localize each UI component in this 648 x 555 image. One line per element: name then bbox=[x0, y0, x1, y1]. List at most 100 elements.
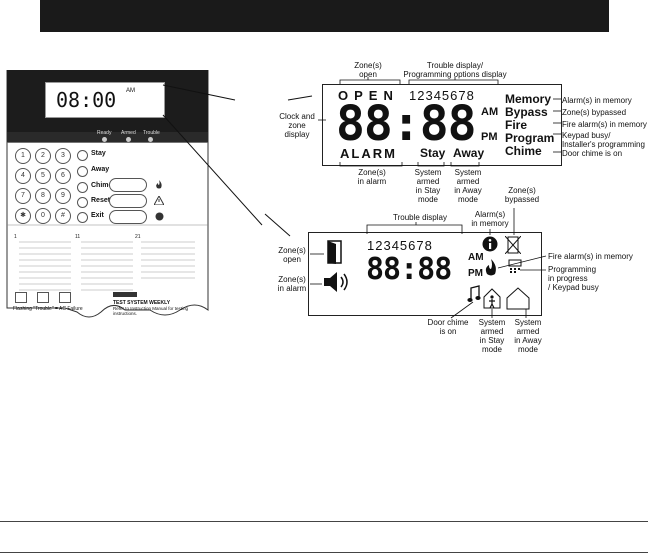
bottom-big-time: 88:88 bbox=[366, 252, 452, 287]
zone-col2-start: 11 bbox=[75, 234, 81, 240]
bottom-zone-digits: 12345678 bbox=[367, 238, 433, 253]
key-3[interactable]: 3 bbox=[55, 148, 71, 164]
keypad-lcd-time: 08:00 bbox=[56, 88, 117, 112]
fire-icon bbox=[156, 180, 162, 189]
keypad: 08:00 AM Ready Armed Trouble 1 2 3 4 5 6… bbox=[5, 70, 210, 320]
top-label-stay-mode: System armed in Stay mode bbox=[414, 168, 442, 204]
top-am: AM bbox=[481, 106, 499, 118]
bottom-label-zones-open: Zone(s) open bbox=[278, 246, 306, 264]
speaker-icon bbox=[324, 272, 348, 292]
key-8[interactable]: 8 bbox=[35, 188, 51, 204]
top-status-fire: Fire bbox=[505, 118, 528, 132]
bottom-label-chime: Door chime is on bbox=[427, 318, 469, 336]
key-star[interactable]: ✱ bbox=[15, 208, 31, 224]
zone-lines bbox=[19, 241, 195, 291]
led-ready bbox=[102, 137, 107, 142]
test-note: TEST SYSTEM WEEKLY bbox=[113, 300, 171, 306]
fire-alarm-icon bbox=[485, 259, 496, 276]
key-1[interactable]: 1 bbox=[15, 148, 31, 164]
bypass-icon bbox=[505, 236, 521, 254]
bottom-label-zones-alarm: Zone(s) in alarm bbox=[277, 275, 307, 293]
away-button-dot[interactable] bbox=[77, 166, 88, 177]
keypad-lcd-ampm: AM bbox=[126, 88, 135, 94]
chime-button-dot[interactable] bbox=[77, 182, 88, 193]
panic-icon bbox=[155, 212, 164, 221]
top-alarm-word: ALARM bbox=[340, 146, 397, 161]
music-note-icon bbox=[467, 285, 481, 302]
bottom-label-bypassed: Zone(s) bypassed bbox=[504, 186, 540, 204]
keypad-footer-icon-3 bbox=[59, 292, 71, 303]
top-stay-word: Stay bbox=[420, 146, 446, 160]
bottom-label-alarm-memory: Alarm(s) in memory bbox=[471, 210, 509, 228]
top-right-label-program: Keypad busy/ Installer's programming bbox=[562, 131, 645, 149]
bottom-label-away-mode: System armed in Away mode bbox=[514, 318, 542, 354]
reset-button-label: Reset bbox=[91, 197, 111, 204]
top-away-word: Away bbox=[453, 146, 485, 160]
top-pm: PM bbox=[481, 131, 498, 143]
footer-rule-bottom bbox=[0, 552, 648, 553]
key-5[interactable]: 5 bbox=[35, 168, 51, 184]
key-hash[interactable]: # bbox=[55, 208, 71, 224]
top-right-label-bypass: Zone(s) bypassed bbox=[562, 108, 627, 117]
top-status-chime: Chime bbox=[505, 144, 542, 158]
zone-col3-start: 21 bbox=[135, 234, 141, 240]
keypad-footer-text: Flashing "Trouble" = AC Failure bbox=[13, 306, 83, 312]
top-status-program: Program bbox=[505, 131, 555, 145]
bottom-label-trouble: Trouble display bbox=[393, 213, 447, 222]
top-display bbox=[322, 84, 562, 166]
top-open-word: OPEN bbox=[338, 88, 399, 103]
keypad-logo bbox=[113, 292, 137, 297]
top-label-away-mode: System armed in Away mode bbox=[454, 168, 482, 204]
top-right-label-chime: Door chime is on bbox=[562, 149, 623, 158]
panic-emergency-button[interactable] bbox=[109, 210, 147, 224]
zone-col1-start: 1 bbox=[14, 234, 17, 240]
top-big-time: 88:88 bbox=[336, 96, 476, 152]
led-trouble bbox=[148, 137, 153, 142]
key-0[interactable]: 0 bbox=[35, 208, 51, 224]
top-label-trouble: Trouble display/ Programming options dis… bbox=[403, 61, 507, 79]
bottom-label-programming: Programming in progress / Keypad busy bbox=[548, 265, 599, 292]
key-7[interactable]: 7 bbox=[15, 188, 31, 204]
top-right-label-fire: Fire alarm(s) in memory bbox=[562, 120, 647, 129]
chime-button-label: Chime bbox=[91, 182, 113, 189]
top-right-label-memory: Alarm(s) in memory bbox=[562, 96, 632, 105]
top-label-zones-open: Zone(s) open bbox=[354, 61, 382, 79]
top-status-memory: Memory bbox=[505, 92, 552, 106]
aux-emergency-button[interactable] bbox=[109, 194, 147, 208]
test-note-sub: Refer to Instruction Manual for testing … bbox=[113, 306, 189, 316]
led-ready-label: Ready bbox=[97, 130, 112, 136]
bottom-label-fire: Fire alarm(s) in memory bbox=[548, 252, 633, 261]
footer-rule-top bbox=[0, 521, 648, 522]
bottom-pm: PM bbox=[468, 268, 483, 279]
keypad-lcd: 08:00 AM bbox=[45, 82, 165, 118]
keypad-footer-icon-2 bbox=[37, 292, 49, 303]
key-9[interactable]: 9 bbox=[55, 188, 71, 204]
door-icon bbox=[327, 240, 342, 264]
header-bar bbox=[40, 0, 609, 32]
led-armed bbox=[126, 137, 131, 142]
top-label-zones-alarm: Zone(s) in alarm bbox=[357, 168, 387, 186]
stay-button-dot[interactable] bbox=[77, 150, 88, 161]
keypad-footer-icon-1 bbox=[15, 292, 27, 303]
key-6[interactable]: 6 bbox=[55, 168, 71, 184]
top-status-bypass: Bypass bbox=[505, 105, 548, 119]
stay-house-icon bbox=[483, 288, 501, 309]
warning-icon bbox=[154, 196, 164, 205]
exit-button-dot[interactable] bbox=[77, 212, 88, 223]
exit-button-label: Exit bbox=[91, 212, 104, 219]
bottom-display bbox=[308, 232, 542, 316]
fire-emergency-button[interactable] bbox=[109, 178, 147, 192]
bottom-label-stay-mode: System armed in Stay mode bbox=[478, 318, 506, 354]
reset-button-dot[interactable] bbox=[77, 197, 88, 208]
top-zone-digits: 12345678 bbox=[409, 88, 475, 103]
bottom-am: AM bbox=[468, 252, 484, 263]
key-2[interactable]: 2 bbox=[35, 148, 51, 164]
led-armed-label: Armed bbox=[121, 130, 136, 136]
key-4[interactable]: 4 bbox=[15, 168, 31, 184]
stay-button-label: Stay bbox=[91, 150, 106, 157]
keypad-outline bbox=[6, 70, 209, 318]
away-button-label: Away bbox=[91, 166, 110, 173]
